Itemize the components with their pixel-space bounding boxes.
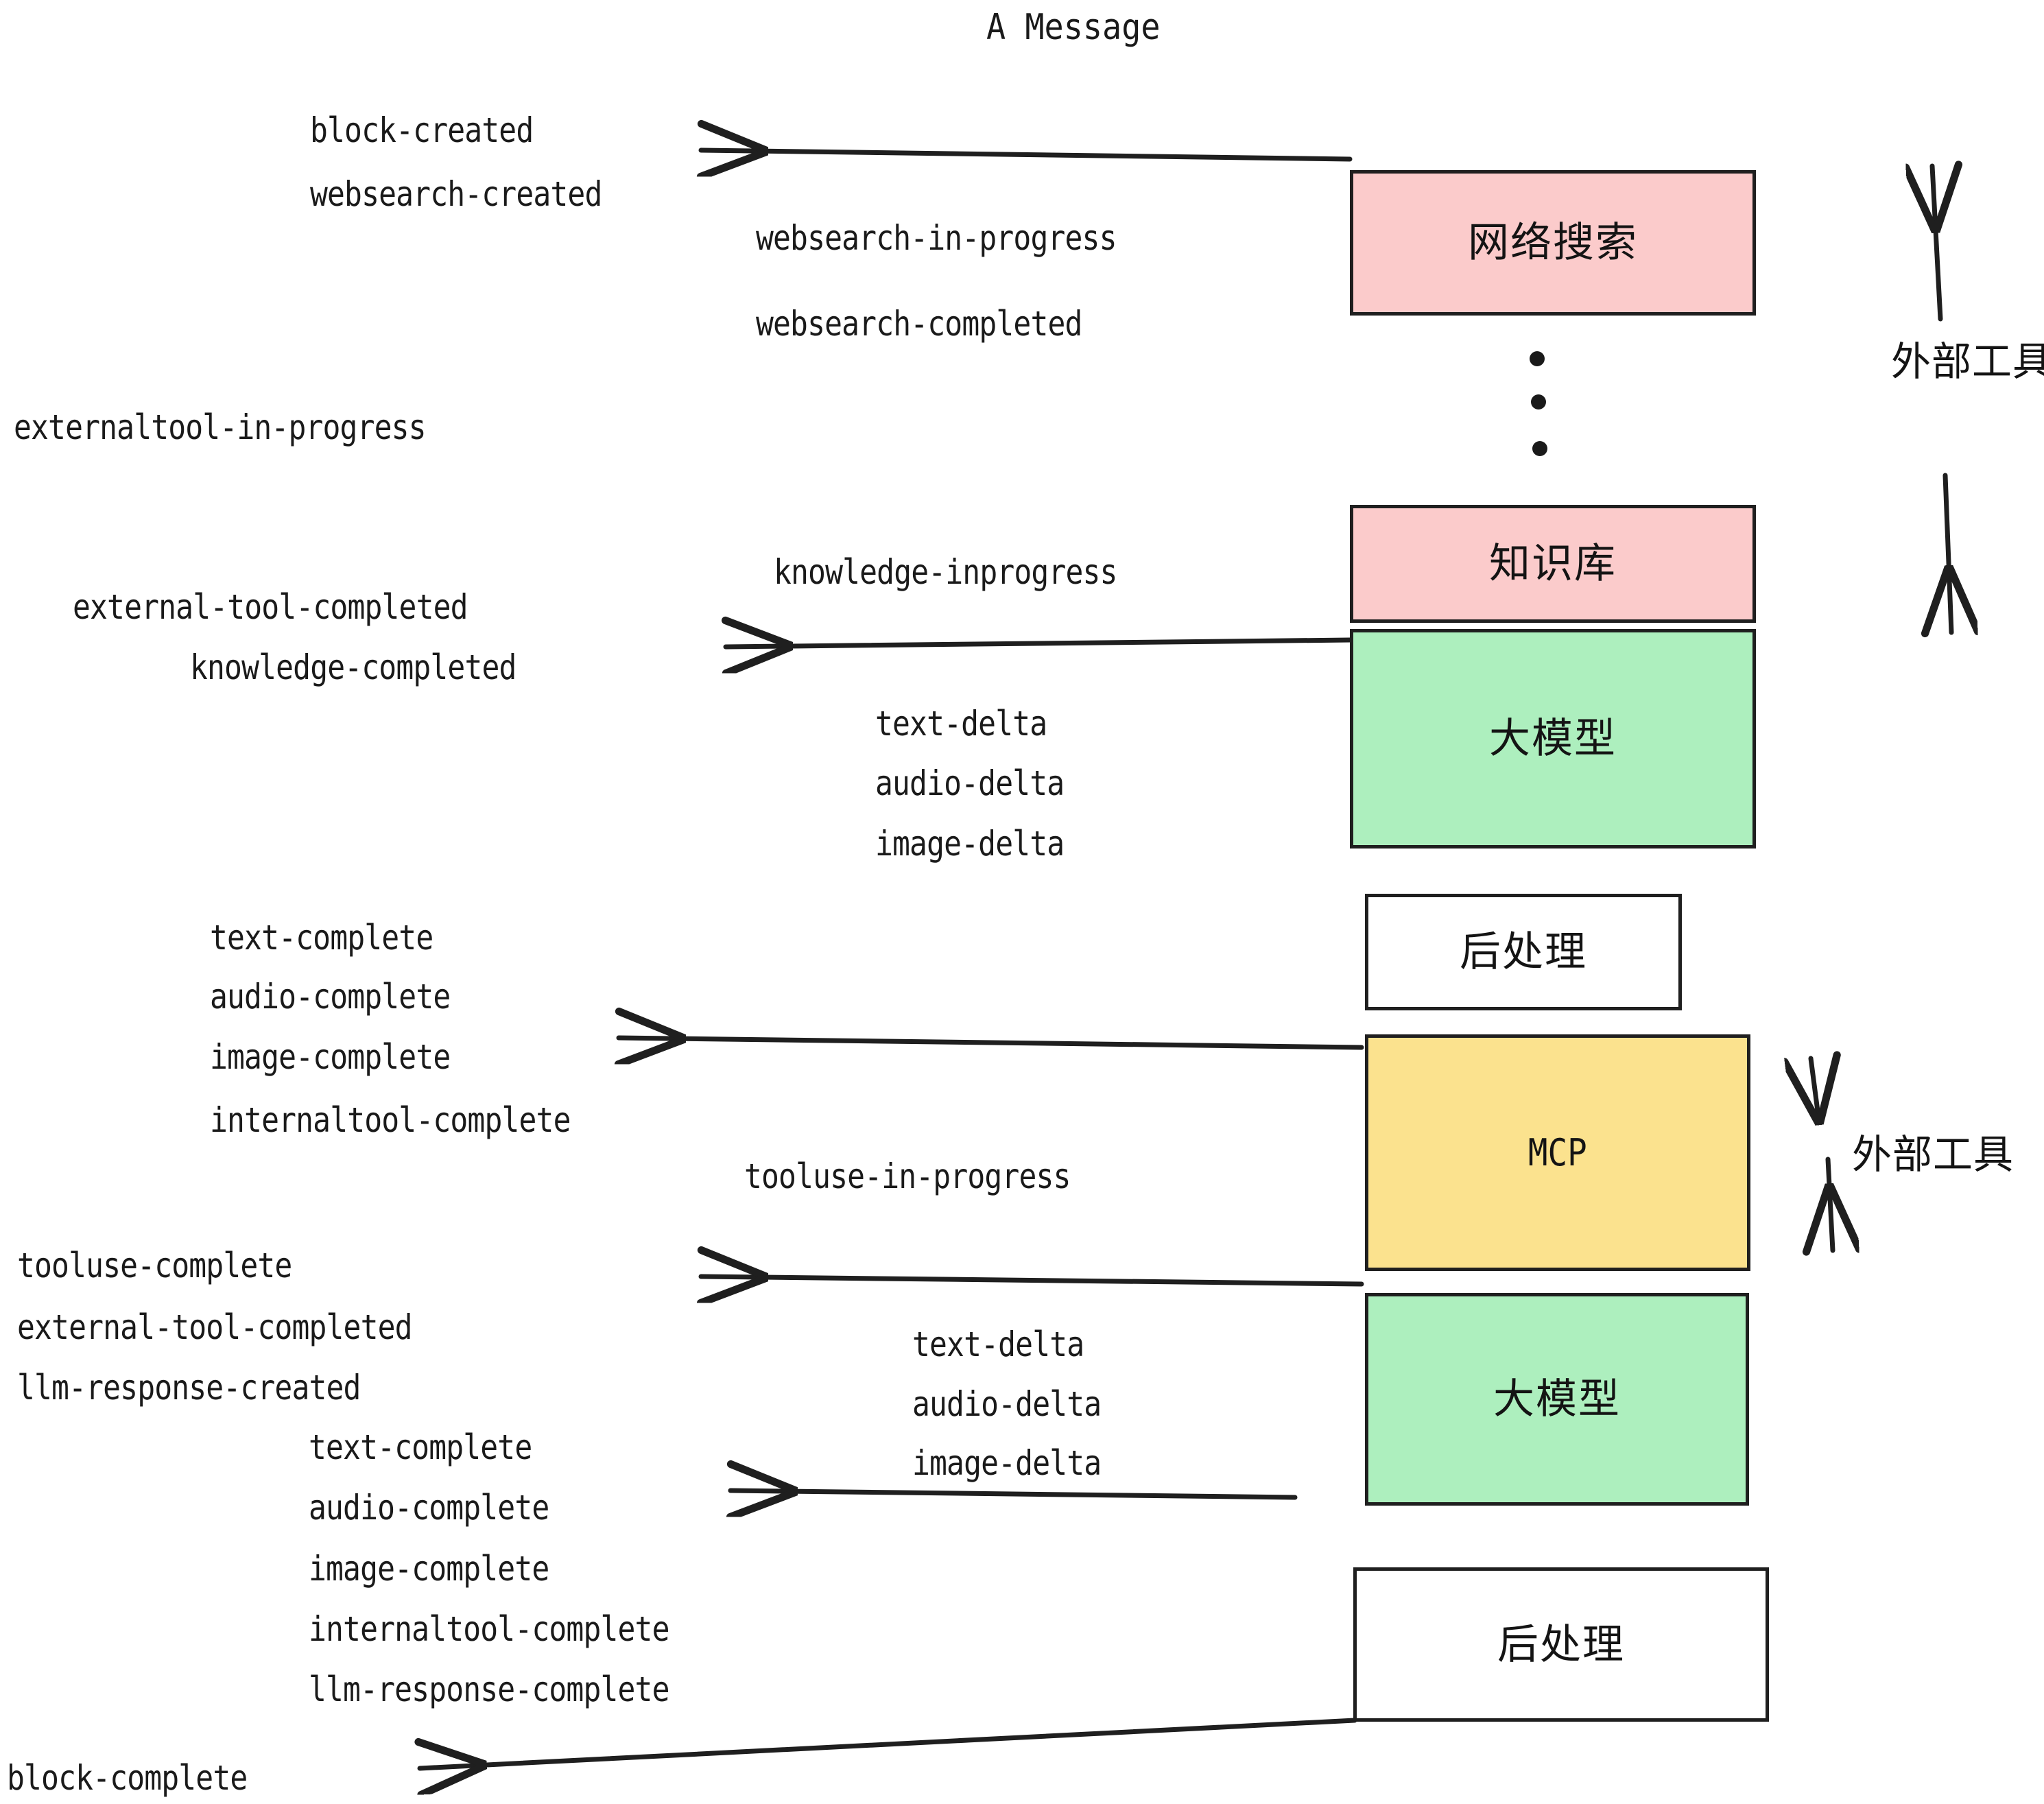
event-label-tooluse-complete: tooluse-complete [17, 1246, 292, 1285]
node-label-postprocess-1: 后处理 [1460, 928, 1587, 976]
side-label-external-tools-bottom: 外部工具 [1852, 1131, 2015, 1178]
arrow-websearch-to-events [701, 150, 1353, 159]
node-label-postprocess-2: 后处理 [1497, 1620, 1625, 1669]
event-label-websearch-in-progress: websearch-in-progress [756, 218, 1117, 258]
node-label-mcp: MCP [1528, 1130, 1587, 1174]
event-label-websearch-completed: websearch-completed [756, 304, 1082, 344]
arrow-postprocess2-to-block [420, 1718, 1357, 1768]
event-label-external-tool-completed-1: external-tool-completed [73, 587, 468, 627]
node-label-llm-2: 大模型 [1493, 1375, 1621, 1423]
node-postprocess-2: 后处理 [1353, 1567, 1769, 1722]
ellipsis-dot-2 [1531, 394, 1546, 410]
event-label-image-complete-1: image-complete [210, 1037, 451, 1077]
event-label-audio-delta-1: audio-delta [875, 763, 1065, 803]
arrow-external-up-bottom [1811, 1058, 1819, 1121]
event-label-internaltool-complete-2: internaltool-complete [309, 1609, 669, 1649]
arrow-external-down-bottom [1828, 1156, 1833, 1250]
node-knowledgebase: 知识库 [1350, 505, 1756, 623]
event-label-image-complete-2: image-complete [309, 1549, 549, 1589]
arrow-mcp-to-events [619, 1038, 1364, 1047]
node-label-websearch: 网络搜索 [1468, 219, 1638, 267]
event-label-internaltool-complete-1: internaltool-complete [210, 1100, 571, 1140]
node-websearch: 网络搜索 [1350, 170, 1756, 316]
arrow-llm1-to-events [726, 640, 1353, 647]
event-label-websearch-created: websearch-created [310, 174, 602, 214]
node-llm-1: 大模型 [1350, 629, 1756, 848]
event-label-externaltool-in-progress: externaltool-in-progress [14, 407, 427, 447]
event-label-block-complete: block-complete [7, 1758, 248, 1798]
event-label-llm-response-created: llm-response-created [17, 1368, 361, 1408]
event-label-text-complete-2: text-complete [309, 1427, 532, 1467]
event-label-external-tool-completed-2: external-tool-completed [17, 1307, 413, 1347]
arrow-external-down-top [1945, 473, 1951, 632]
event-label-llm-response-complete: llm-response-complete [309, 1670, 669, 1709]
arrow-external-up-top [1932, 166, 1940, 322]
node-label-knowledgebase: 知识库 [1489, 540, 1617, 588]
event-label-knowledge-inprogress: knowledge-inprogress [774, 552, 1117, 592]
event-label-audio-complete-1: audio-complete [210, 977, 451, 1017]
event-label-block-created: block-created [310, 110, 534, 150]
event-label-image-delta-2: image-delta [912, 1443, 1102, 1483]
event-label-audio-complete-2: audio-complete [309, 1488, 549, 1528]
page-title: A Message [986, 7, 1161, 48]
ellipsis-dot-3 [1532, 441, 1547, 456]
event-label-image-delta-1: image-delta [875, 824, 1065, 864]
event-label-text-delta-1: text-delta [875, 704, 1047, 744]
node-postprocess-1: 后处理 [1365, 894, 1682, 1010]
event-label-text-delta-2: text-delta [912, 1325, 1084, 1364]
arrow-llm2-to-events [701, 1277, 1364, 1284]
side-label-external-tools-top: 外部工具 [1891, 338, 2044, 385]
event-label-text-complete-1: text-complete [210, 918, 433, 958]
node-mcp: MCP [1365, 1034, 1750, 1271]
event-label-audio-delta-2: audio-delta [912, 1384, 1102, 1424]
arrow-llm2b-to-events [730, 1491, 1298, 1497]
event-label-knowledge-completed: knowledge-completed [190, 648, 516, 687]
node-llm-2: 大模型 [1365, 1293, 1749, 1506]
event-label-tooluse-in-progress: tooluse-in-progress [744, 1156, 1071, 1196]
node-label-llm-1: 大模型 [1489, 715, 1617, 763]
ellipsis-dot-1 [1530, 351, 1545, 366]
